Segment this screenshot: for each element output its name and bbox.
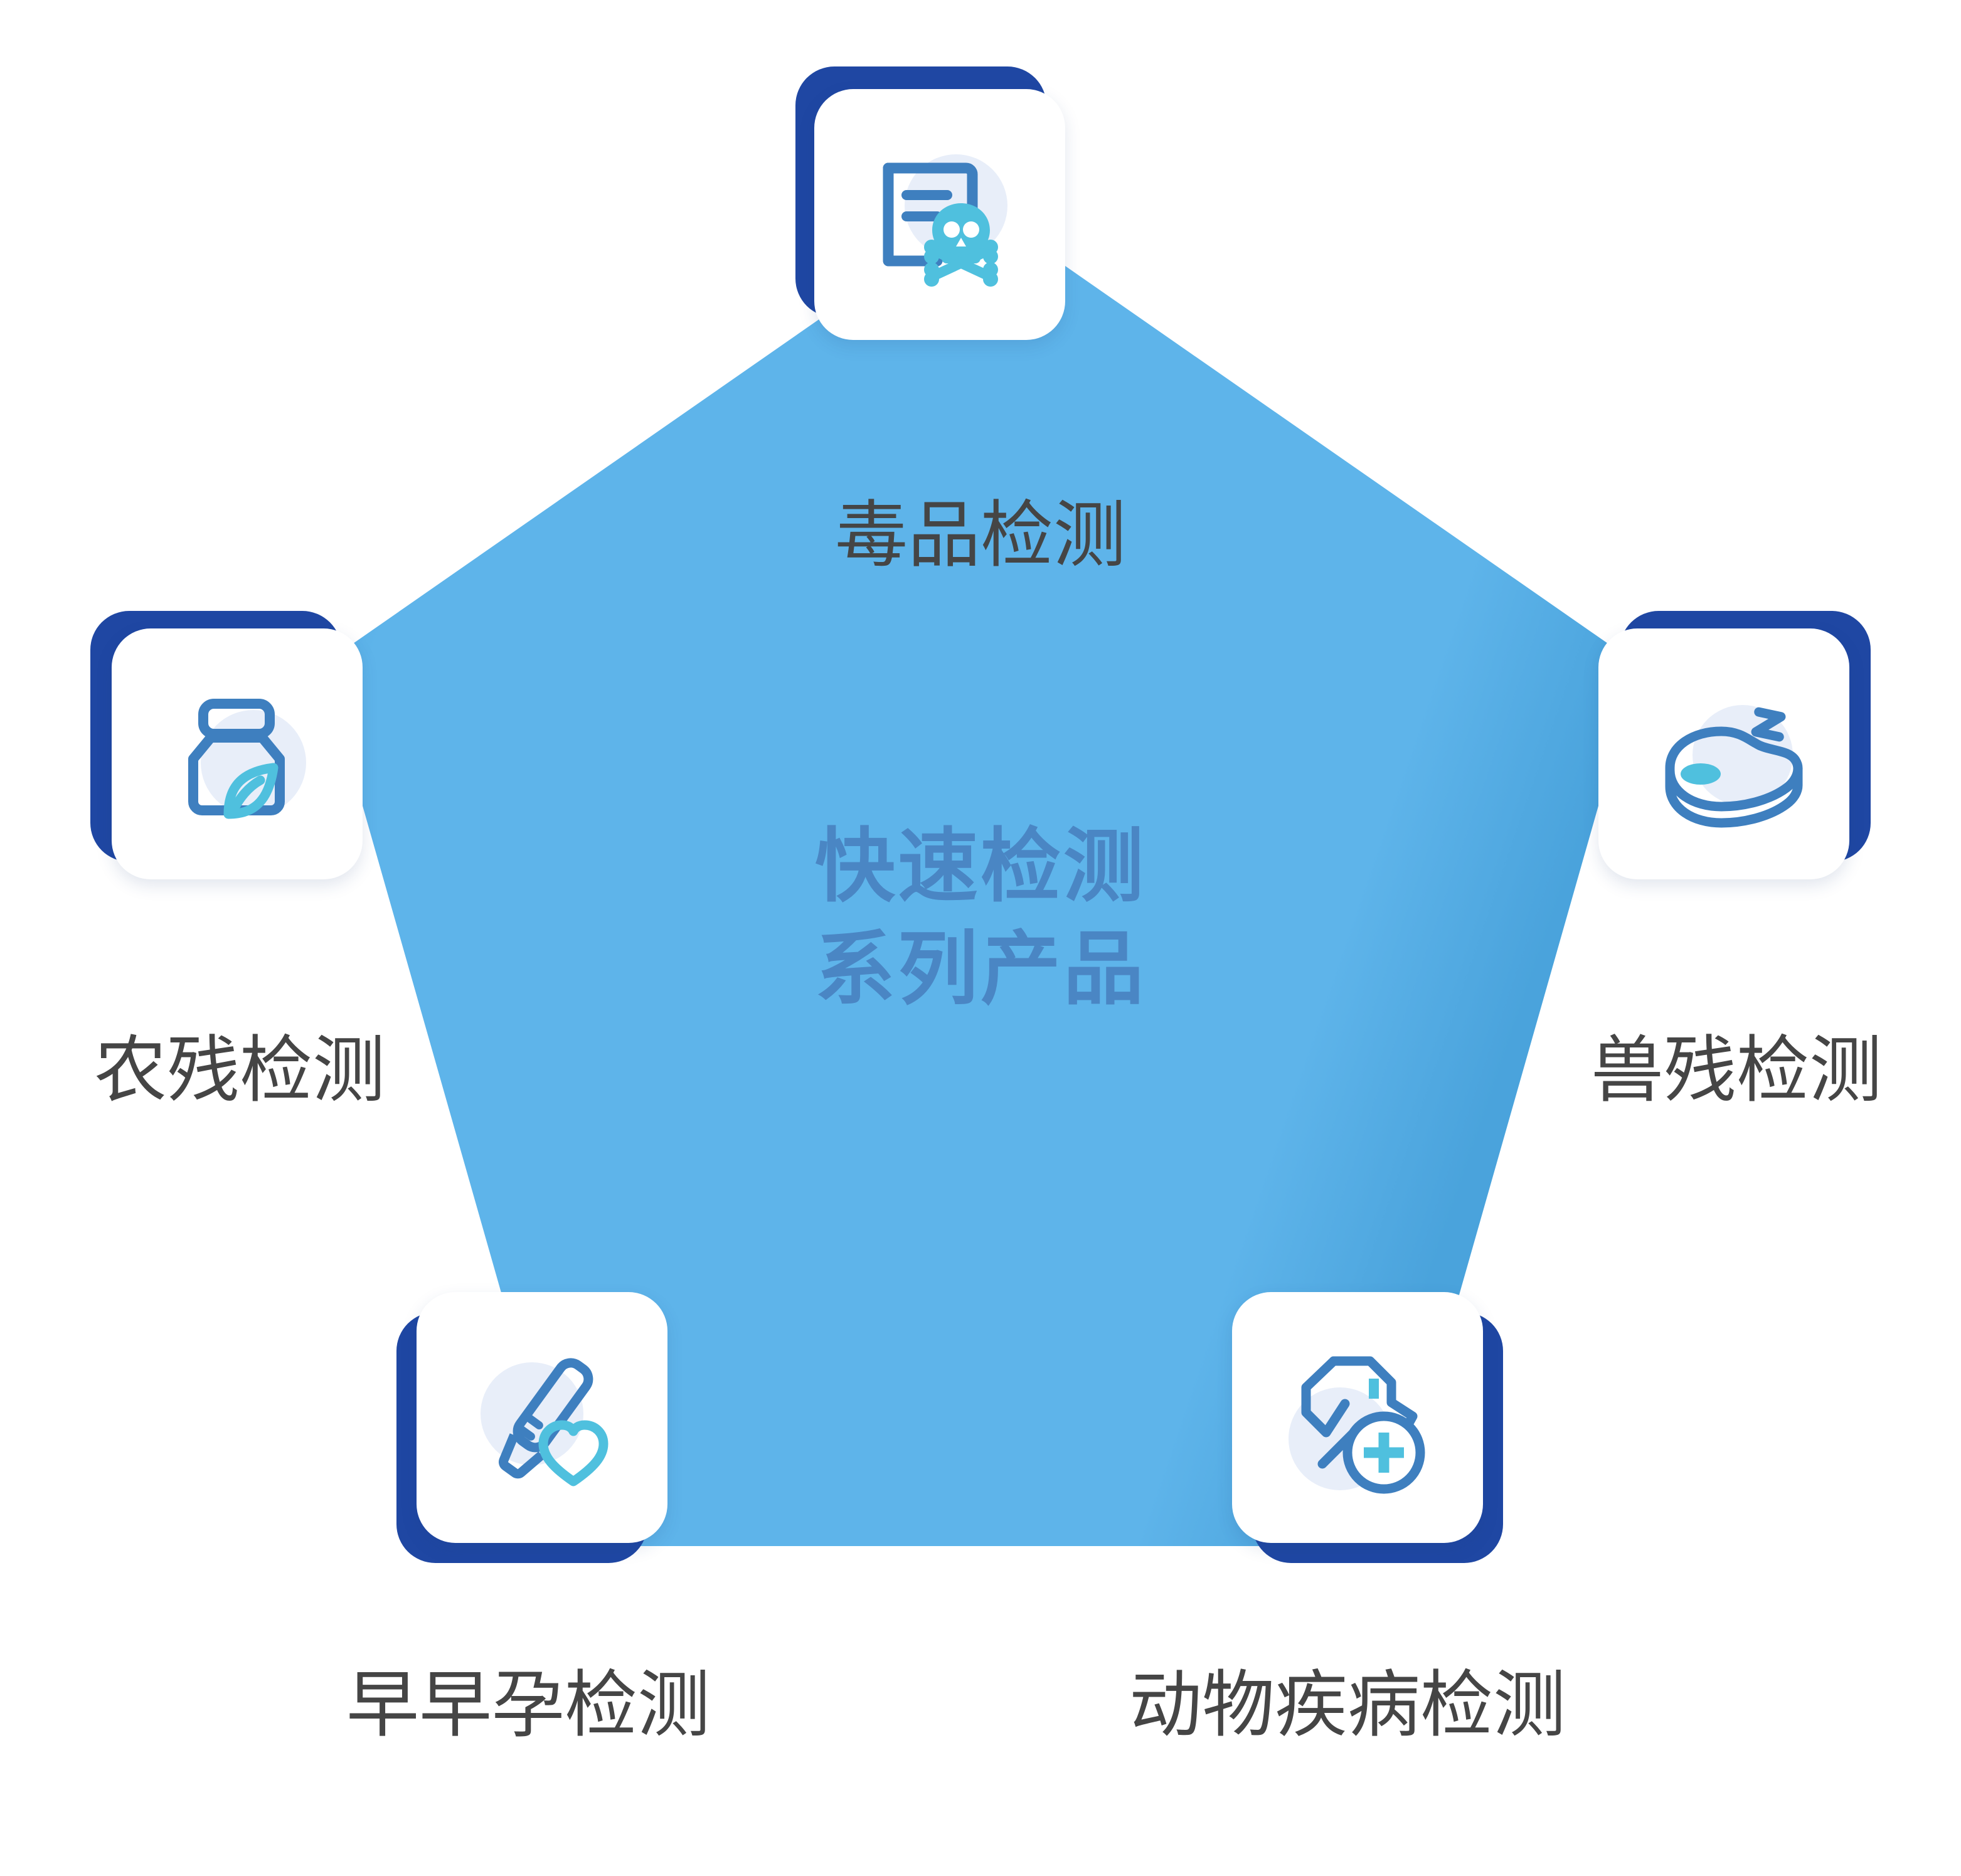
dog-medical-cross-icon <box>1289 1356 1425 1494</box>
node-label-animal-disease: 动物疾病检测 <box>1129 1664 1566 1746</box>
card-surface-pregnancy[interactable] <box>417 1292 667 1543</box>
node-label-veterinary: 兽残检测 <box>1591 1029 1882 1111</box>
card-surface-veterinary[interactable] <box>1598 628 1849 879</box>
node-label-pesticide: 农残检测 <box>94 1029 385 1111</box>
node-card-veterinary[interactable] <box>1598 611 1871 879</box>
jar-leaf-icon <box>188 699 306 819</box>
node-label-pregnancy: 早早孕检测 <box>346 1664 710 1746</box>
card-surface-drug[interactable] <box>814 89 1065 340</box>
card-surface-pesticide[interactable] <box>112 628 363 879</box>
meat-steak-icon <box>1665 705 1803 828</box>
card-surface-animal-disease[interactable] <box>1232 1292 1483 1543</box>
node-card-drug[interactable] <box>795 66 1065 340</box>
pregnancy-test-heart-icon <box>481 1358 608 1486</box>
node-label-drug: 毒品检测 <box>835 494 1126 576</box>
document-skull-crossbones-icon <box>883 154 1007 287</box>
center-title: 快速检测 系列产品 <box>814 822 1146 1014</box>
node-card-pesticide[interactable] <box>90 611 363 879</box>
node-card-pregnancy[interactable] <box>396 1292 667 1563</box>
node-card-animal-disease[interactable] <box>1232 1292 1503 1563</box>
